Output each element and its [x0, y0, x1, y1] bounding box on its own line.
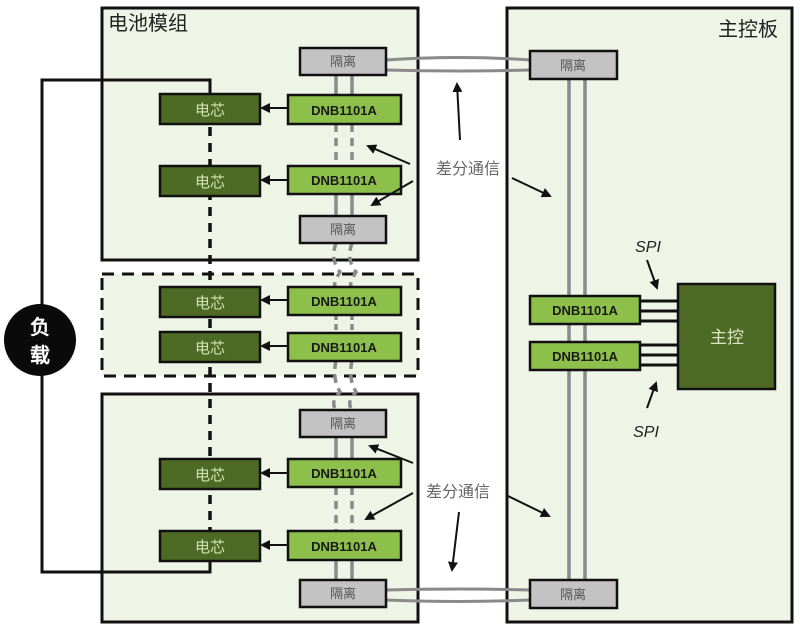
monitor-chip: DNB1101A: [286, 331, 403, 363]
main-controller-label: 主控: [710, 328, 744, 348]
cell-block: 电芯: [158, 285, 262, 319]
cell-block: 电芯: [158, 529, 262, 563]
spi-bus-bottom: [640, 343, 678, 367]
cell-label: 电芯: [195, 294, 225, 312]
spi-arrow-bottom: [646, 381, 658, 409]
isolation-link-top: [385, 56, 531, 73]
isolation-link-bottom: [385, 587, 531, 603]
isolator-label: 隔离: [330, 54, 356, 70]
isolator-block: 隔离: [298, 578, 388, 609]
cell-block: 电芯: [158, 457, 262, 491]
battery-module-title: 电池模组: [108, 11, 188, 35]
monitor-label: DNB1101A: [311, 294, 377, 309]
monitor-chip: DNB1101A: [286, 285, 403, 317]
main-board-isolator: 隔离: [528, 49, 619, 81]
main-board-comm-wires: [567, 79, 587, 580]
spi-label-bottom: SPI: [633, 424, 659, 441]
main-board-monitor-chip: DNB1101A: [528, 340, 642, 372]
spi-label-top: SPI: [635, 239, 661, 256]
isolator-label: 隔离: [330, 416, 356, 432]
load-circle: [4, 304, 76, 376]
cell-label: 电芯: [195, 466, 225, 484]
diff-comm-arrows-top: [366, 82, 552, 207]
monitor-chip: DNB1101A: [286, 164, 403, 196]
main-controller: 主控: [676, 282, 777, 391]
cell-label: 电芯: [195, 173, 225, 191]
isolator-block: 隔离: [298, 408, 388, 439]
diff-comm-label-top: 差分通信: [436, 159, 500, 178]
module-comm-wires: [332, 75, 359, 580]
monitor-chip: DNB1101A: [286, 457, 403, 489]
monitor-label: DNB1101A: [311, 173, 377, 188]
load-label-line2: 载: [30, 343, 50, 367]
monitor-chip: DNB1101A: [286, 93, 403, 126]
monitor-chip: DNB1101A: [286, 529, 403, 562]
cell-label: 电芯: [195, 101, 225, 119]
isolator-block: 隔离: [298, 214, 388, 245]
spi-bus-top: [640, 299, 678, 323]
cell-label: 电芯: [195, 339, 225, 357]
main-board-isolator: 隔离: [528, 578, 619, 610]
cell-block: 电芯: [158, 164, 262, 198]
cell-arrows: [260, 103, 288, 550]
monitor-label: DNB1101A: [311, 466, 377, 481]
monitor-label: DNB1101A: [552, 349, 618, 364]
diff-comm-label-bottom: 差分通信: [426, 482, 490, 501]
isolator-block: 隔离: [298, 46, 388, 77]
main-board-title: 主控板: [718, 17, 778, 41]
isolator-label: 隔离: [330, 222, 356, 238]
cell-block: 电芯: [158, 330, 262, 364]
isolator-label: 隔离: [560, 587, 586, 603]
isolator-label: 隔离: [560, 58, 586, 74]
cell-label: 电芯: [195, 538, 225, 556]
monitor-label: DNB1101A: [552, 303, 618, 318]
monitor-label: DNB1101A: [311, 539, 377, 554]
isolator-label: 隔离: [330, 586, 356, 602]
monitor-label: DNB1101A: [311, 103, 377, 118]
cell-block: 电芯: [158, 92, 262, 126]
spi-arrow-top: [646, 259, 660, 290]
main-board-monitor-chip: DNB1101A: [528, 294, 642, 326]
diff-comm-arrows-bottom: [364, 444, 551, 572]
monitor-label: DNB1101A: [311, 340, 377, 355]
load-label-line1: 负: [30, 315, 50, 339]
